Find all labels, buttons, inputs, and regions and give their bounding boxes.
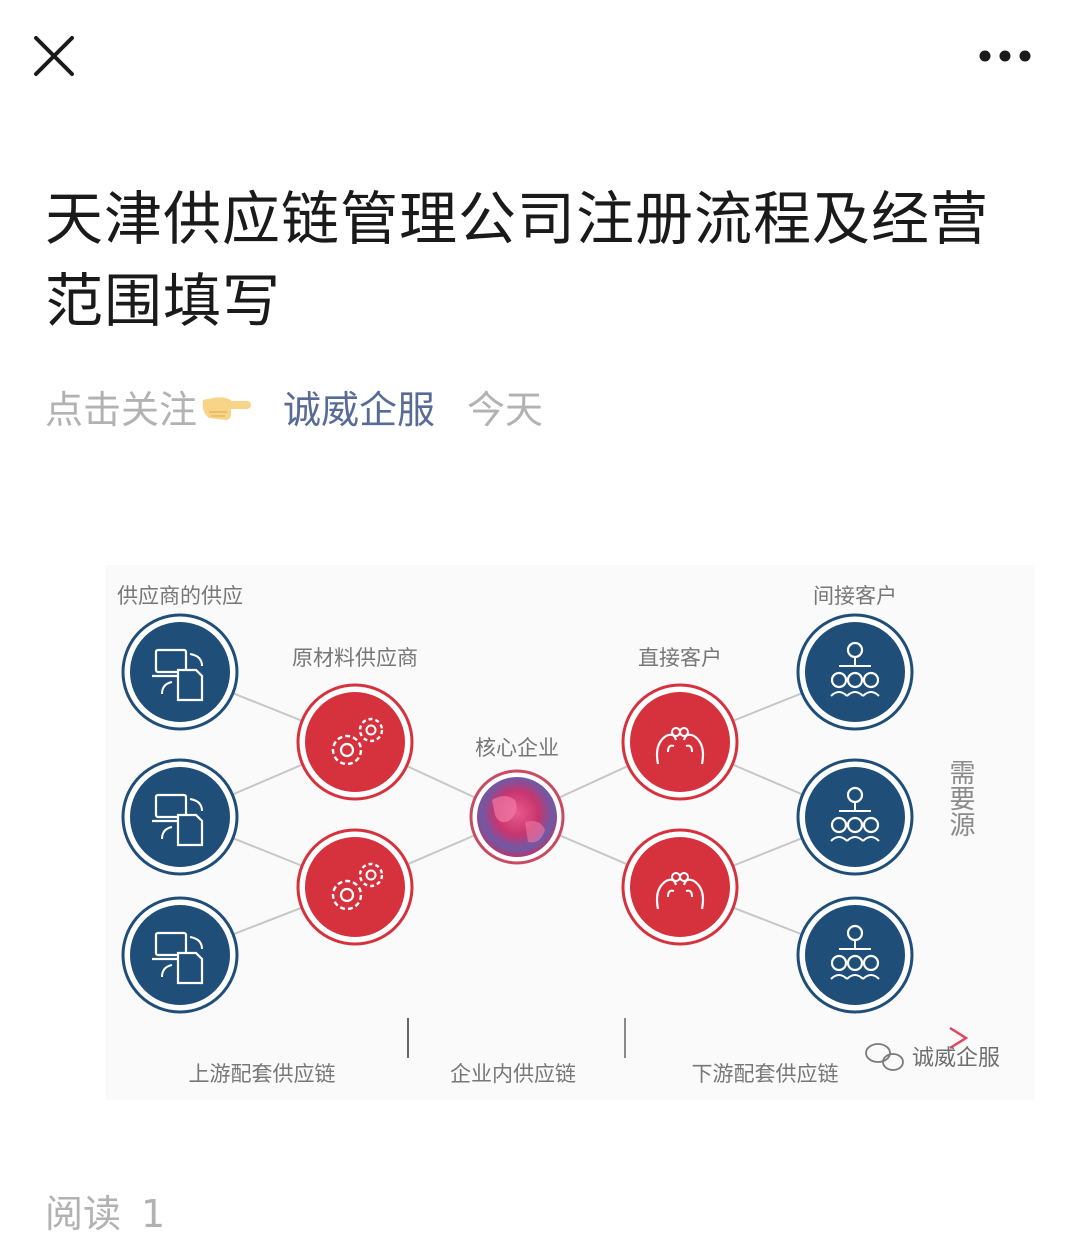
- raw-material-supplier-node: [296, 828, 414, 946]
- publish-date: 今天: [467, 387, 544, 432]
- more-horizontal-icon: [979, 50, 1031, 62]
- article-meta: 点击关注 诚威企服 今天: [45, 380, 543, 432]
- upstream-supplier-node: [121, 896, 239, 1014]
- label-core-enterprise: 核心企业: [475, 736, 559, 760]
- pointing-hand-emoji: [202, 397, 252, 420]
- read-count: 阅读 1: [45, 1183, 185, 1238]
- follow-prompt[interactable]: 点击关注: [45, 387, 198, 432]
- more-button[interactable]: [970, 36, 1040, 76]
- label-raw-material-supplier: 原材料供应商: [292, 646, 418, 670]
- watermark: 诚威企服: [865, 1043, 1000, 1071]
- indirect-customer-node: [796, 613, 914, 731]
- supply-chain-diagram: 供应商的供应 原材料供应商 核心企业 直接客户 间接客户 需要源 上游配套供应链…: [100, 560, 1040, 1105]
- raw-material-supplier-node: [296, 683, 414, 801]
- read-number: 1: [141, 1192, 166, 1236]
- direct-customer-node: [621, 683, 739, 801]
- read-label: 阅读: [45, 1192, 122, 1236]
- segment-downstream: 下游配套供应链: [692, 1062, 839, 1086]
- direct-customer-node: [621, 828, 739, 946]
- side-vertical-text: 需要源: [945, 759, 975, 837]
- wechat-icon: [865, 1043, 904, 1071]
- label-supplier-of-supplier: 供应商的供应: [117, 584, 243, 608]
- label-direct-customer: 直接客户: [638, 646, 722, 670]
- article-title: 天津供应链管理公司注册流程及经营范围填写: [45, 185, 990, 335]
- watermark-text: 诚威企服: [912, 1046, 1000, 1071]
- segment-upstream: 上游配套供应链: [189, 1062, 336, 1086]
- label-indirect-customer: 间接客户: [813, 584, 897, 608]
- indirect-customer-node: [796, 896, 914, 1014]
- upstream-supplier-node: [121, 758, 239, 876]
- segment-internal: 企业内供应链: [450, 1062, 576, 1086]
- account-name-link[interactable]: 诚威企服: [283, 387, 436, 432]
- core-enterprise-node: [469, 769, 565, 865]
- timeline-axis: [122, 1018, 969, 1058]
- close-icon: [34, 36, 74, 76]
- globe-icon: [477, 777, 557, 857]
- close-button[interactable]: [28, 30, 80, 82]
- upstream-supplier-node: [121, 613, 239, 731]
- top-bar: [0, 0, 1080, 110]
- indirect-customer-node: [796, 758, 914, 876]
